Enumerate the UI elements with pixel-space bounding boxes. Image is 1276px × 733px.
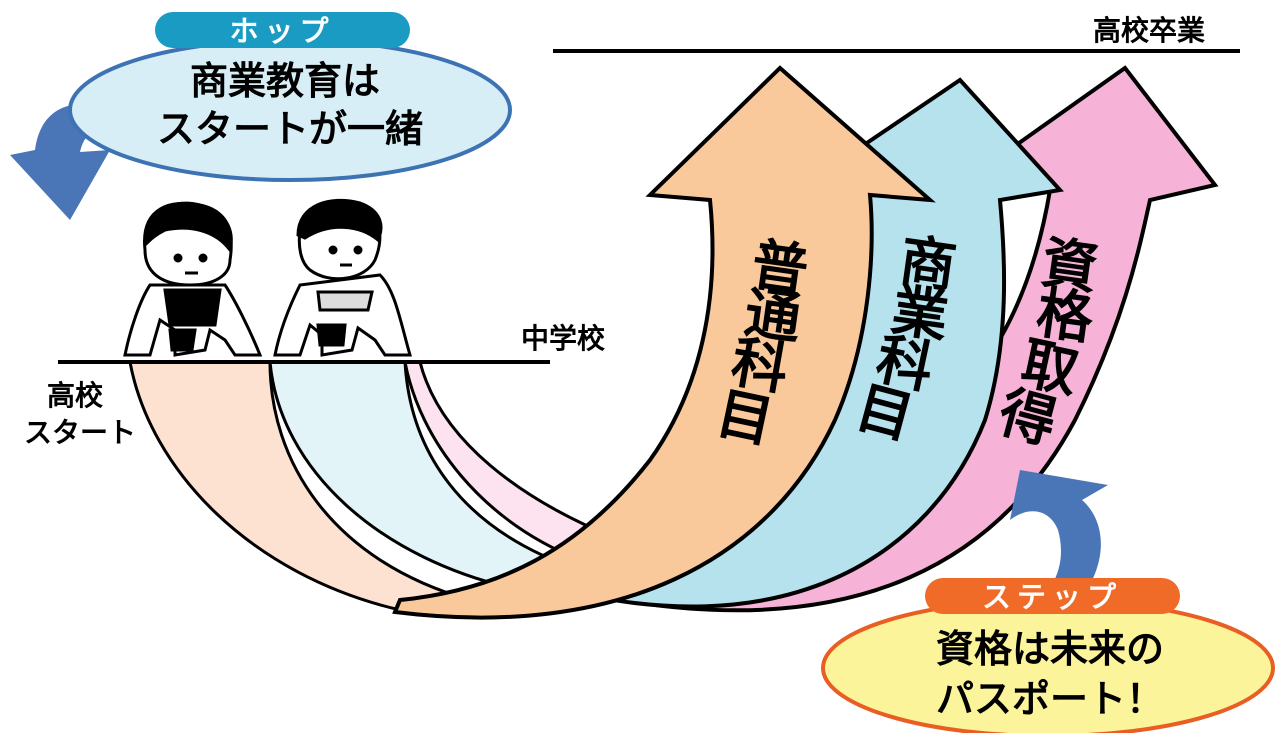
step-tag-label: ステップ (982, 580, 1122, 614)
hs-start-label-line1: 高校 (47, 379, 104, 412)
arrow-shogyo-char-3: 科 (871, 327, 939, 402)
arrow-futsu-char-3: 科 (727, 330, 793, 404)
hop-text-line2: スタートが一緒 (157, 107, 423, 151)
step-tag (925, 578, 1180, 614)
runner-boy-icon (273, 198, 412, 357)
junior-high-label: 中学校 (521, 322, 606, 355)
hop-tag-label: ホップ (229, 14, 334, 48)
hop-text-line1: 商業教育は (190, 59, 380, 103)
arrow-futsu (392, 65, 936, 620)
arrow-shogyo-char-1: 商 (896, 228, 961, 300)
step-text-line2: パスポート！ (936, 677, 1164, 721)
step-pointer-arrow (1010, 470, 1108, 600)
arrow-shogyo-label: 商 業 科 目 (849, 228, 960, 452)
hop-tag (155, 12, 410, 48)
arrow-shikaku-char-2: 格 (1033, 280, 1098, 352)
graduation-label: 高校卒業 (1093, 14, 1205, 47)
hs-start-label-line2: スタート (24, 416, 136, 449)
arrow-shikaku-char-3: 取 (1016, 331, 1084, 406)
arrow-shikaku-char-1: 資 (1038, 230, 1103, 302)
arrow-futsu-char-4: 目 (711, 381, 779, 456)
arrow-futsu-label: 普 通 科 目 (711, 232, 812, 456)
step-text-line1: 資格は未来の (936, 627, 1164, 671)
runner-girl-icon (123, 201, 263, 357)
arrow-futsu-char-2: 通 (741, 280, 806, 352)
arrow-shogyo-char-2: 業 (888, 278, 953, 350)
arrow-futsu-char-1: 普 (748, 232, 813, 304)
